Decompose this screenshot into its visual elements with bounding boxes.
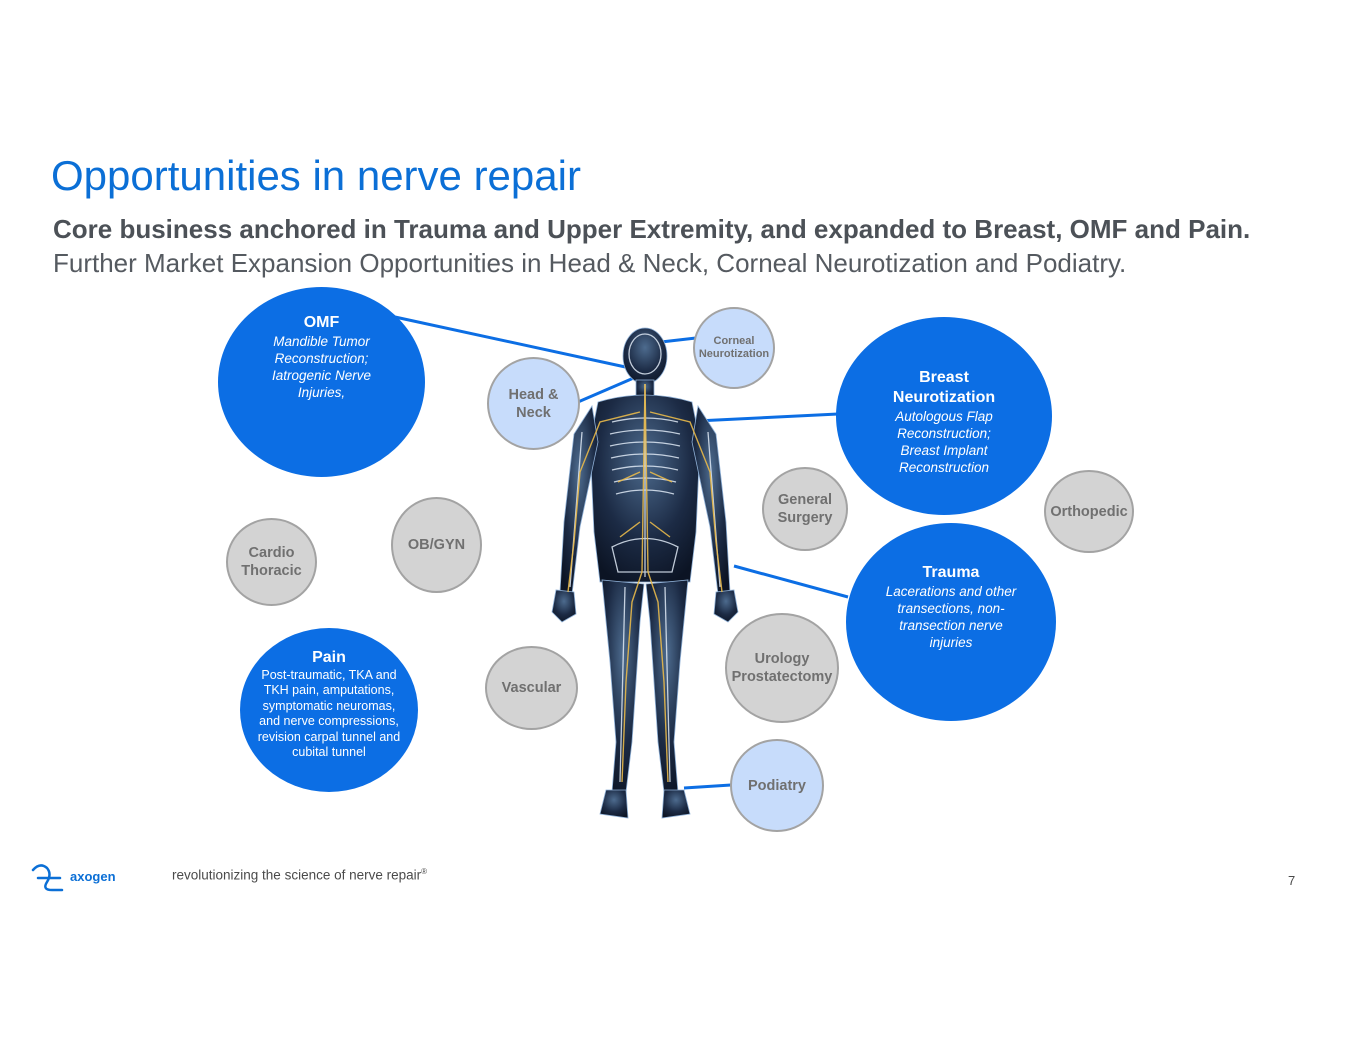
bubble-general-surgery: General Surgery xyxy=(762,467,848,551)
bubble-podiatry: Podiatry xyxy=(730,739,824,832)
bubble-omf: OMF Mandible Tumor Reconstruction; Iatro… xyxy=(218,287,425,477)
axogen-mark-icon xyxy=(31,864,64,892)
bubble-urology-prostatectomy: Urology Prostatectomy xyxy=(725,613,839,723)
connector-podiatry xyxy=(683,783,732,790)
bubble-ob-gyn: OB/GYN xyxy=(391,497,482,593)
vascular-label: Vascular xyxy=(501,680,562,696)
page-subtitle: Core business anchored in Trauma and Upp… xyxy=(53,212,1313,280)
connector-trauma xyxy=(733,564,849,599)
orthopedic-label: Orthopedic xyxy=(1050,503,1128,520)
connector-corneal xyxy=(660,336,697,344)
omf-description: Mandible Tumor Reconstruction; Iatrogeni… xyxy=(271,334,372,400)
bubble-orthopedic: Orthopedic xyxy=(1044,470,1134,553)
subtitle-bold: Core business anchored in Trauma and Upp… xyxy=(53,214,1251,244)
subtitle-regular: Further Market Expansion Opportunities i… xyxy=(53,248,1127,278)
breast-description: Autologous Flap Reconstruction; Breast I… xyxy=(895,409,993,475)
cardio-thoracic-label: Cardio Thoracic xyxy=(241,545,302,579)
connector-head-neck xyxy=(577,375,637,404)
ob-gyn-label: OB/GYN xyxy=(407,537,466,553)
podiatry-label: Podiatry xyxy=(747,777,806,794)
head-neck-label: Head & Neck xyxy=(508,386,559,421)
human-nervous-system-illustration xyxy=(551,327,739,819)
breast-title: Breast Neurotization xyxy=(892,369,996,406)
bubble-head-neck: Head & Neck xyxy=(487,357,580,450)
connector-omf xyxy=(394,315,631,370)
general-surgery-label: General Surgery xyxy=(777,492,833,526)
registered-mark: ® xyxy=(421,867,428,876)
trauma-title: Trauma xyxy=(922,564,980,581)
page-title: Opportunities in nerve repair xyxy=(51,152,581,199)
bubble-trauma: Trauma Lacerations and other transection… xyxy=(846,523,1056,721)
tagline-text: revolutionizing the science of nerve rep… xyxy=(172,867,422,883)
corneal-label: Corneal Neurotization xyxy=(698,335,770,360)
pain-title: Pain xyxy=(312,648,346,666)
pain-description: Post-traumatic, TKA and TKH pain, amputa… xyxy=(257,667,401,760)
trauma-description: Lacerations and other transections, non-… xyxy=(885,584,1017,650)
bubble-breast-neurotization: Breast Neurotization Autologous Flap Rec… xyxy=(836,317,1052,515)
logo-text: axogen xyxy=(70,868,116,884)
page-number: 7 xyxy=(1288,873,1296,888)
omf-title: OMF xyxy=(303,314,340,331)
bubble-corneal-neurotization: Corneal Neurotization xyxy=(693,307,775,389)
bubble-pain: Pain Post-traumatic, TKA and TKH pain, a… xyxy=(240,628,418,792)
axogen-logo: axogen xyxy=(30,860,116,892)
bubble-cardio-thoracic: Cardio Thoracic xyxy=(226,518,317,606)
urology-label: Urology Prostatectomy xyxy=(731,651,833,685)
bubble-vascular: Vascular xyxy=(485,646,578,730)
footer-tagline: revolutionizing the science of nerve rep… xyxy=(172,867,427,883)
